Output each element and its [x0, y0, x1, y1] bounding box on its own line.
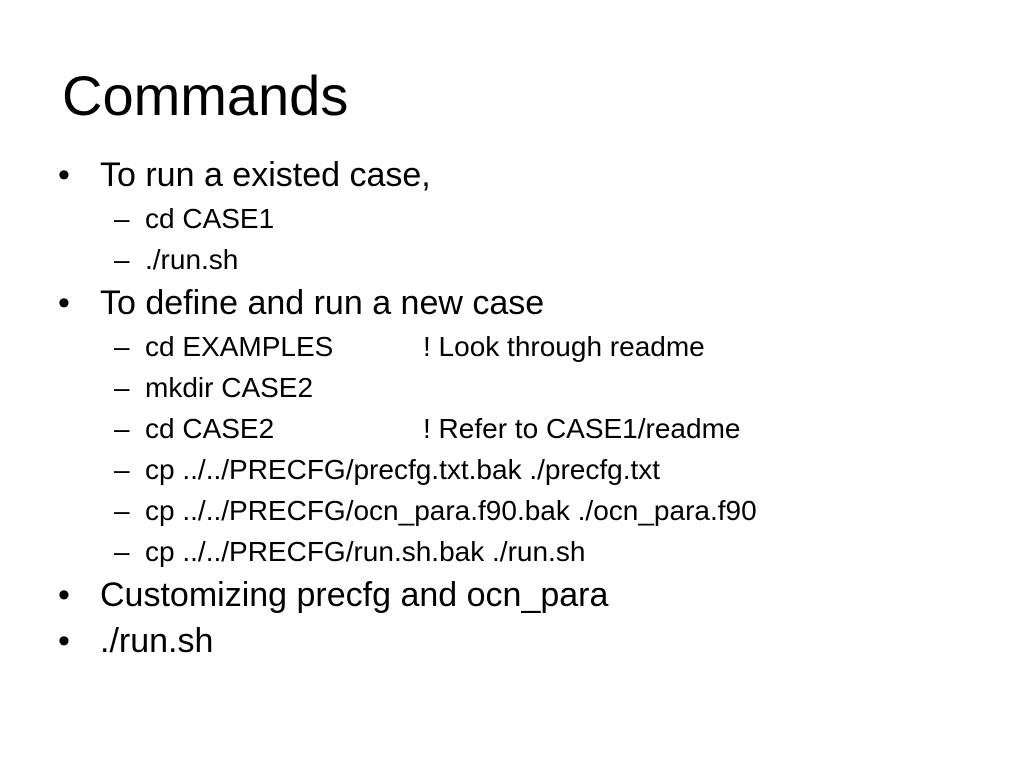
bullet-marker: •	[58, 576, 70, 614]
bullet-item: • Customizing precfg and ocn_para	[0, 572, 1024, 618]
command-comment: ! Look through readme	[423, 331, 705, 362]
bullet-list: • To run a existed case, – cd CASE1 – ./…	[0, 152, 1024, 664]
bullet-item: • To define and run a new case	[0, 280, 1024, 326]
bullet-text: To run a existed case,	[100, 156, 431, 194]
sub-bullet-item: – mkdir CASE2	[0, 367, 1024, 408]
bullet-item: • ./run.sh	[0, 618, 1024, 664]
sub-bullet-item: – cd CASE1	[0, 198, 1024, 239]
dash-marker: –	[114, 413, 130, 444]
command-text: cp ../../PRECFG/ocn_para.f90.bak ./ocn_p…	[145, 495, 757, 526]
dash-marker: –	[114, 372, 130, 403]
dash-marker: –	[114, 454, 130, 485]
dash-marker: –	[114, 536, 130, 567]
bullet-marker: •	[58, 284, 70, 322]
sub-bullet-item: – ./run.sh	[0, 239, 1024, 280]
sub-bullet-item: – cp ../../PRECFG/precfg.txt.bak ./precf…	[0, 449, 1024, 490]
slide-title: Commands	[62, 64, 349, 127]
sub-bullet-item: – cd EXAMPLES ! Look through readme	[0, 326, 1024, 367]
bullet-item: • To run a existed case,	[0, 152, 1024, 198]
dash-marker: –	[114, 331, 130, 362]
sub-bullet-item: – cd CASE2 ! Refer to CASE1/readme	[0, 408, 1024, 449]
command-text: cd CASE1	[145, 203, 275, 234]
command-text: cp ../../PRECFG/run.sh.bak ./run.sh	[145, 536, 586, 567]
command-text: cd CASE2	[145, 413, 275, 444]
sub-bullet-item: – cp ../../PRECFG/run.sh.bak ./run.sh	[0, 531, 1024, 572]
command-text: mkdir CASE2	[145, 372, 314, 403]
command-text: cd EXAMPLES	[145, 331, 334, 362]
command-text: cp ../../PRECFG/precfg.txt.bak ./precfg.…	[145, 454, 661, 485]
bullet-text: Customizing precfg and ocn_para	[100, 576, 609, 614]
bullet-text: To define and run a new case	[100, 284, 545, 322]
command-comment: ! Refer to CASE1/readme	[423, 413, 741, 444]
bullet-text: ./run.sh	[100, 622, 214, 660]
bullet-marker: •	[58, 156, 70, 194]
sub-bullet-item: – cp ../../PRECFG/ocn_para.f90.bak ./ocn…	[0, 490, 1024, 531]
bullet-marker: •	[58, 622, 70, 660]
dash-marker: –	[114, 495, 130, 526]
command-text: ./run.sh	[145, 244, 239, 275]
dash-marker: –	[114, 244, 130, 275]
dash-marker: –	[114, 203, 130, 234]
